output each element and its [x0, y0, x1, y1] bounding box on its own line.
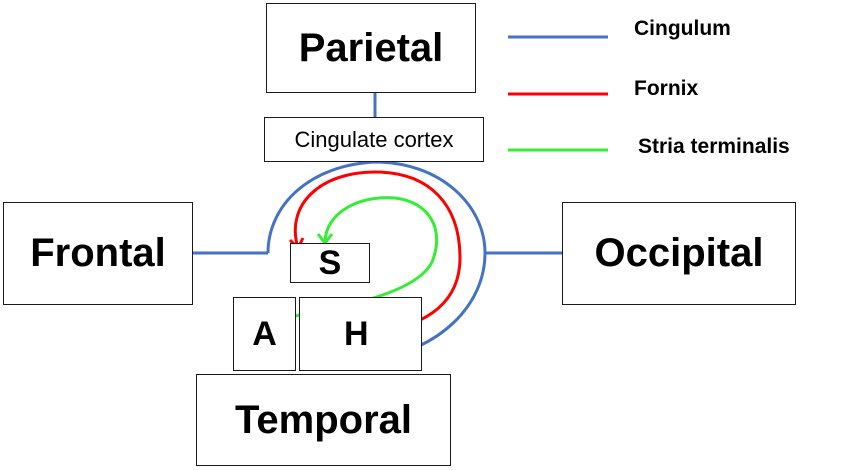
amygdala-box: A — [233, 297, 296, 371]
cingulate-cortex-box: Cingulate cortex — [264, 117, 484, 162]
septum-label: S — [318, 243, 342, 282]
cingulum-path — [266, 160, 487, 364]
legend-label-fornix: Fornix — [634, 77, 699, 100]
hippocampus-box: H — [299, 297, 422, 371]
stria-arrowhead-septum — [316, 233, 334, 244]
occipital-box: Occipital — [562, 202, 796, 305]
frontal-box: Frontal — [3, 202, 193, 305]
occipital-label: Occipital — [594, 231, 764, 275]
temporal-box: Temporal — [196, 374, 451, 466]
hippocampus-label: H — [344, 314, 369, 353]
parietal-label: Parietal — [298, 25, 444, 70]
parietal-box: Parietal — [266, 3, 476, 93]
fornix-path — [293, 170, 462, 336]
legend-label-cingulum: Cingulum — [634, 17, 731, 40]
septum-box: S — [290, 243, 370, 283]
amygdala-label: A — [252, 314, 277, 353]
temporal-label: Temporal — [234, 397, 413, 442]
frontal-label: Frontal — [30, 231, 166, 275]
cingulate-cortex-label: Cingulate cortex — [294, 126, 454, 152]
legend-label-stria-terminalis: Stria terminalis — [638, 135, 790, 158]
